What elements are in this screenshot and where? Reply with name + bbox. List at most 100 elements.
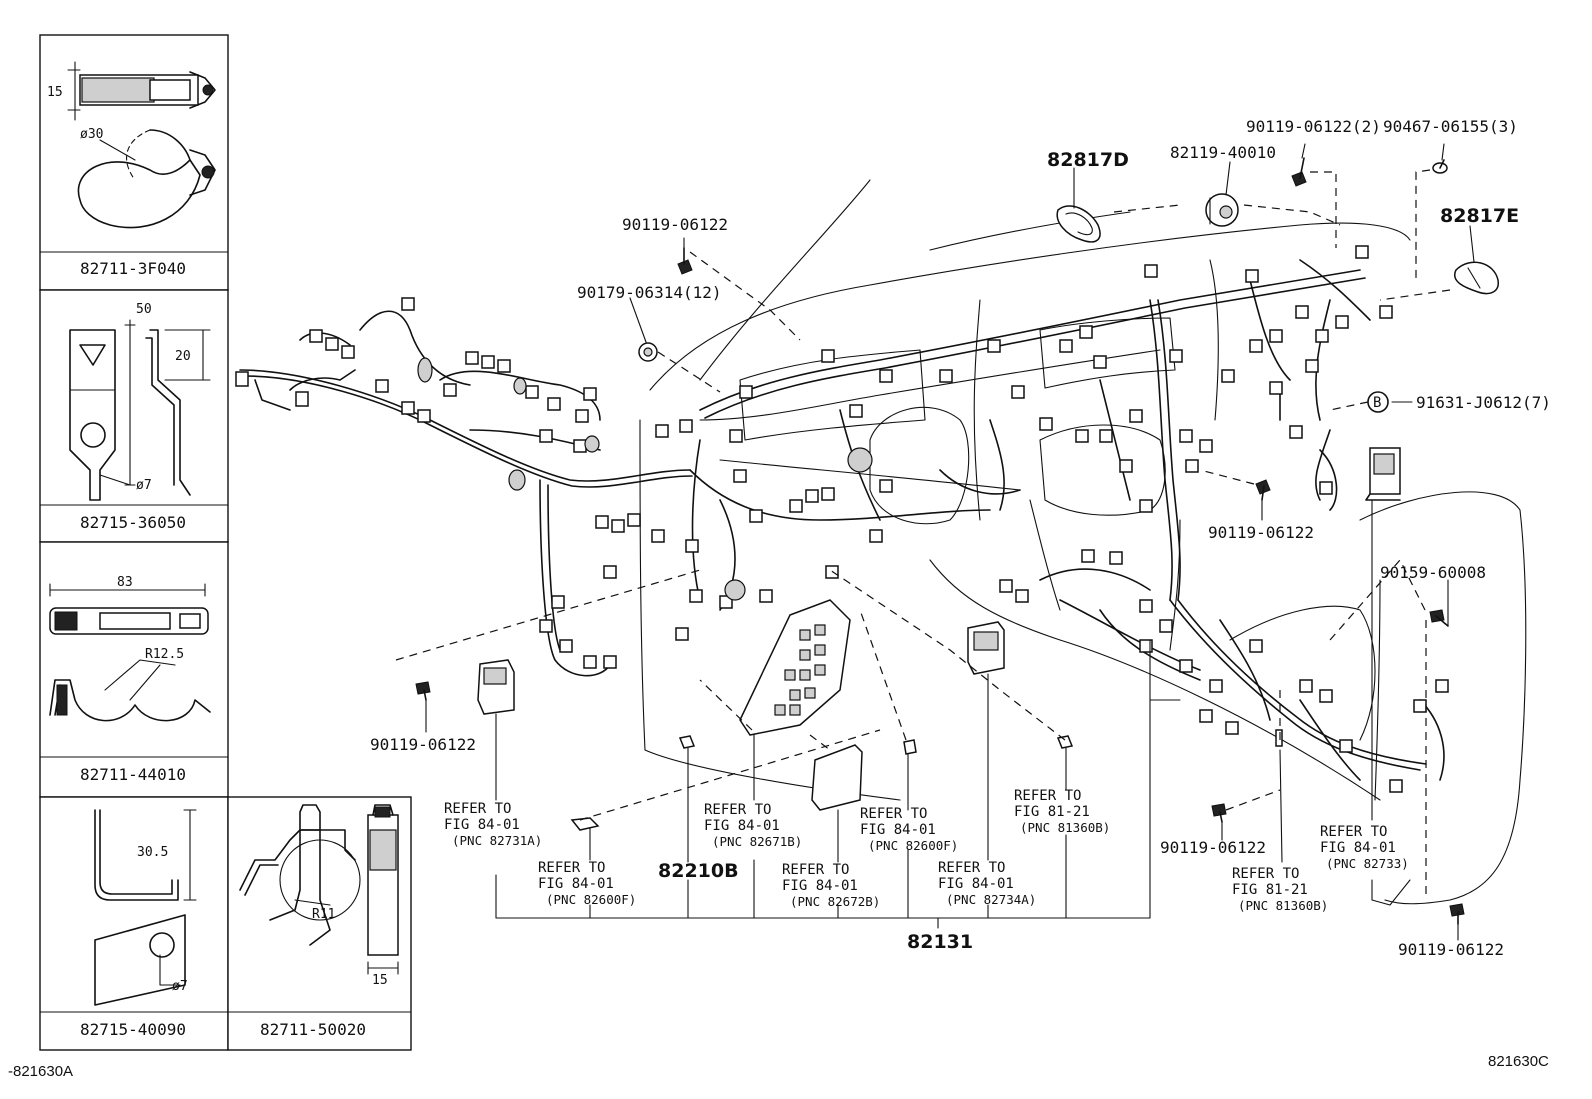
standalone-parts: B <box>415 157 1499 925</box>
refer-line: REFER TO <box>538 860 605 876</box>
part-label: 90119-06122 <box>1160 838 1266 857</box>
b-marker: B <box>1373 395 1381 411</box>
refer-block: REFER TO FIG 81-21 (PNC 81360B) <box>1232 866 1328 913</box>
refer-blocks: REFER TO FIG 84-01 (PNC 82731A) REFER TO… <box>444 788 1409 913</box>
clip-dimension: 15 <box>47 85 63 100</box>
refer-line: FIG 84-01 <box>538 876 614 892</box>
part-label: 90119-06122(2) <box>1246 117 1381 136</box>
clip-90467-06155 <box>1432 159 1448 174</box>
clip-dimension: 30.5 <box>137 845 168 860</box>
clip-dimension: 50 <box>136 302 152 317</box>
refer-line: FIG 84-01 <box>782 878 858 894</box>
clip-box-3 <box>39 541 229 798</box>
part-82119-40010 <box>1205 193 1239 227</box>
clip-part-number: 82715-36050 <box>80 513 186 532</box>
wire-harness <box>239 259 1445 781</box>
part-label: 90119-06122 <box>1208 523 1314 542</box>
small-clip <box>678 735 696 749</box>
small-clip <box>570 817 600 831</box>
clip-part-number: 82711-50020 <box>260 1020 366 1039</box>
diagram-id-right: 821630C <box>1488 1053 1549 1070</box>
refer-line: (PNC 81360B) <box>1238 898 1328 913</box>
bolt-90119-06122-top <box>677 247 693 275</box>
callout-labels: 90119-06122(2) 90467-06155(3) 82119-4001… <box>370 117 1551 959</box>
small-clip <box>1275 729 1283 747</box>
refer-block: REFER TO FIG 84-01 (PNC 82672B) <box>782 862 880 909</box>
part-label: 90119-06122 <box>370 735 476 754</box>
refer-line: (PNC 82734A) <box>946 892 1036 907</box>
clip-dimension: ø7 <box>172 979 188 994</box>
diagram-id-left: -821630A <box>8 1063 73 1080</box>
refer-line: (PNC 82671B) <box>712 834 802 849</box>
clip-box-4 <box>39 796 229 1051</box>
part-label: 90119-06122 <box>622 215 728 234</box>
bracket-91631 <box>1365 447 1401 501</box>
clip-82711-50020-drawing <box>239 804 399 975</box>
refer-line: REFER TO <box>1232 866 1299 882</box>
bolt-90119-06122-mid <box>1255 479 1271 501</box>
refer-line: REFER TO <box>860 806 927 822</box>
leader-lines <box>395 143 1475 941</box>
connectors <box>235 245 1449 793</box>
module-82734a <box>967 621 1005 675</box>
refer-line: (PNC 82600F) <box>546 892 636 907</box>
refer-line: REFER TO <box>1320 824 1387 840</box>
clip-part-number: 82711-44010 <box>80 765 186 784</box>
part-label: 90467-06155(3) <box>1383 117 1518 136</box>
screw-90159-60008 <box>1429 609 1449 627</box>
clip-dimension: 20 <box>175 349 191 364</box>
refer-line: FIG 84-01 <box>860 822 936 838</box>
refer-block: REFER TO FIG 84-01 (PNC 82731A) <box>444 801 542 848</box>
clip-dimension: R11 <box>312 907 335 922</box>
module-82731a <box>477 659 515 715</box>
part-label: 90119-06122 <box>1398 940 1504 959</box>
bolt-90119-06122-left <box>415 681 431 701</box>
part-label: 82131 <box>907 931 973 953</box>
part-label: 82817D <box>1047 149 1129 171</box>
clip-panel-group: 82711-3F040 15 ø30 82715-36050 50 20 ø7 … <box>39 34 412 1051</box>
grommet-82817d <box>1056 205 1101 243</box>
part-label: 91631-J0612(7) <box>1416 393 1551 412</box>
refer-line: REFER TO <box>1014 788 1081 804</box>
refer-line: FIG 84-01 <box>1320 840 1396 856</box>
refer-line: (PNC 81360B) <box>1020 820 1110 835</box>
bolt-90119-06122-bottom-right <box>1449 903 1465 925</box>
clip-82711-44010-drawing <box>49 583 211 722</box>
refer-line: FIG 84-01 <box>444 817 520 833</box>
clip-part-number: 82715-40090 <box>80 1020 186 1039</box>
part-label: 90159-60008 <box>1380 563 1486 582</box>
module-82672b <box>811 744 863 811</box>
clip-box-2 <box>39 289 229 543</box>
refer-block: REFER TO FIG 84-01 (PNC 82600F) <box>538 860 636 907</box>
refer-line: REFER TO <box>938 860 1005 876</box>
clip-82711-3f040-drawing <box>67 61 216 229</box>
instrument-panel-outline <box>639 179 1527 905</box>
refer-line: REFER TO <box>444 801 511 817</box>
bolt-90119-06122-lower <box>1211 803 1227 823</box>
refer-block: REFER TO FIG 84-01 (PNC 82600F) <box>860 806 958 853</box>
refer-block: REFER TO FIG 84-01 (PNC 82733) <box>1320 824 1409 871</box>
refer-block: REFER TO FIG 84-01 (PNC 82734A) <box>938 860 1036 907</box>
part-label: 82210B <box>658 860 739 882</box>
clip-part-number: 82711-3F040 <box>80 259 186 278</box>
refer-line: FIG 84-01 <box>938 876 1014 892</box>
refer-line: REFER TO <box>704 802 771 818</box>
refer-line: (PNC 82672B) <box>790 894 880 909</box>
refer-line: (PNC 82733) <box>1326 856 1409 871</box>
nut-90179-06314 <box>638 342 658 362</box>
part-label: 82817E <box>1440 205 1519 227</box>
relay-block-82671b <box>739 599 851 736</box>
refer-line: FIG 81-21 <box>1014 804 1090 820</box>
clip-dimension: 83 <box>117 575 133 590</box>
small-clip <box>1056 735 1074 749</box>
refer-line: FIG 81-21 <box>1232 882 1308 898</box>
refer-line: REFER TO <box>782 862 849 878</box>
clip-82715-40090-drawing <box>94 809 197 1006</box>
part-label: 90179-06314(12) <box>577 283 722 302</box>
clip-dimension: 15 <box>372 973 388 988</box>
part-label: 82119-40010 <box>1170 143 1276 162</box>
small-clip <box>903 739 917 755</box>
clip-dimension: ø7 <box>136 478 152 493</box>
